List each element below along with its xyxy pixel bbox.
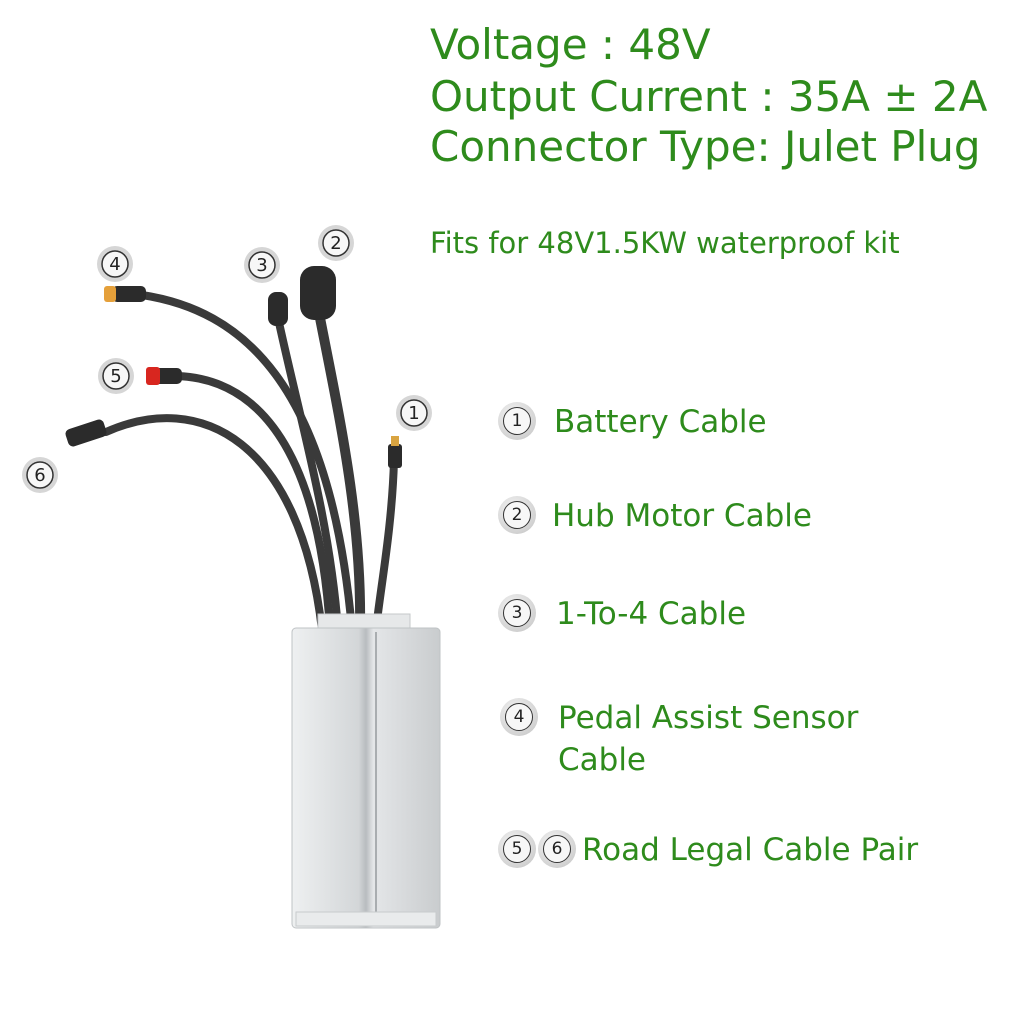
legend-label: Pedal Assist Sensor Cable: [558, 698, 858, 782]
spec-voltage: Voltage : 48V: [430, 20, 711, 69]
connector-hub-motor: [300, 266, 336, 320]
cable-hub-motor: [315, 313, 366, 635]
diagram-number-3: 3: [256, 255, 267, 276]
legend-badge-2: 2: [498, 496, 536, 534]
cable-battery: [372, 456, 398, 634]
diagram-badge-1: 1: [396, 395, 432, 431]
connector-battery: [388, 444, 402, 468]
legend-number: 4: [505, 703, 533, 731]
cable-pedal-sensor: [138, 291, 356, 634]
legend-label: 1-To-4 Cable: [556, 596, 747, 632]
legend-badge-pair-5-6: 5 6: [498, 830, 576, 868]
cable-road-legal-6: [102, 414, 326, 634]
diagram-number-4: 4: [109, 254, 120, 275]
connector-pedal-sensor: [112, 286, 146, 302]
diagram-badge-4: 4: [97, 246, 133, 282]
diagram-number-5: 5: [110, 366, 121, 387]
connector-pedal-sensor-tip: [104, 286, 116, 302]
connector-battery-tip: [391, 436, 399, 446]
legend-number: 1: [503, 407, 531, 435]
legend-badge-3: 3: [498, 594, 536, 632]
legend-badge-5: 5: [498, 830, 536, 868]
legend-item-1to4-cable: 3 1-To-4 Cable: [498, 594, 746, 636]
legend-badge-1: 1: [498, 402, 536, 440]
legend-badge-4: 4: [500, 698, 538, 736]
legend-label-line-1: Pedal Assist Sensor: [558, 700, 859, 736]
legend-number: 6: [543, 835, 571, 863]
legend-badge-6: 6: [538, 830, 576, 868]
legend-number: 3: [503, 599, 531, 627]
legend-label: Battery Cable: [554, 404, 767, 440]
cable-1to4: [274, 314, 342, 634]
connector-road-legal-5-tip: [146, 367, 160, 385]
spec-connector-type: Connector Type: Julet Plug: [430, 122, 981, 171]
legend-label: Hub Motor Cable: [552, 498, 812, 534]
diagram-badge-6: 6: [22, 457, 58, 493]
diagram-number-2: 2: [330, 233, 341, 254]
cable-road-legal-5: [174, 372, 334, 634]
spec-output-current: Output Current : 35A ± 2A: [430, 72, 988, 121]
legend-label: Road Legal Cable Pair: [582, 832, 919, 868]
connector-1to4: [268, 292, 288, 326]
legend-item-road-legal-cable-pair: 5 6 Road Legal Cable Pair: [498, 830, 918, 872]
diagram-number-1: 1: [408, 403, 419, 424]
housing-end-cap: [295, 911, 437, 927]
diagram-badge-3: 3: [244, 247, 280, 283]
diagram-number-6: 6: [34, 465, 45, 486]
legend-item-battery-cable: 1 Battery Cable: [498, 402, 767, 444]
legend-number: 5: [503, 835, 531, 863]
legend-label-line-2: Cable: [558, 741, 647, 778]
legend-number: 2: [503, 501, 531, 529]
fits-for-kit: Fits for 48V1.5KW waterproof kit: [430, 226, 900, 260]
legend-item-pedal-assist-sensor-cable: 4 Pedal Assist Sensor Cable: [500, 698, 858, 782]
connector-road-legal-6: [65, 419, 107, 447]
diagram-badge-5: 5: [98, 358, 134, 394]
legend-item-hub-motor-cable: 2 Hub Motor Cable: [498, 496, 812, 538]
diagram-badge-2: 2: [318, 225, 354, 261]
controller-housing: [291, 627, 441, 929]
